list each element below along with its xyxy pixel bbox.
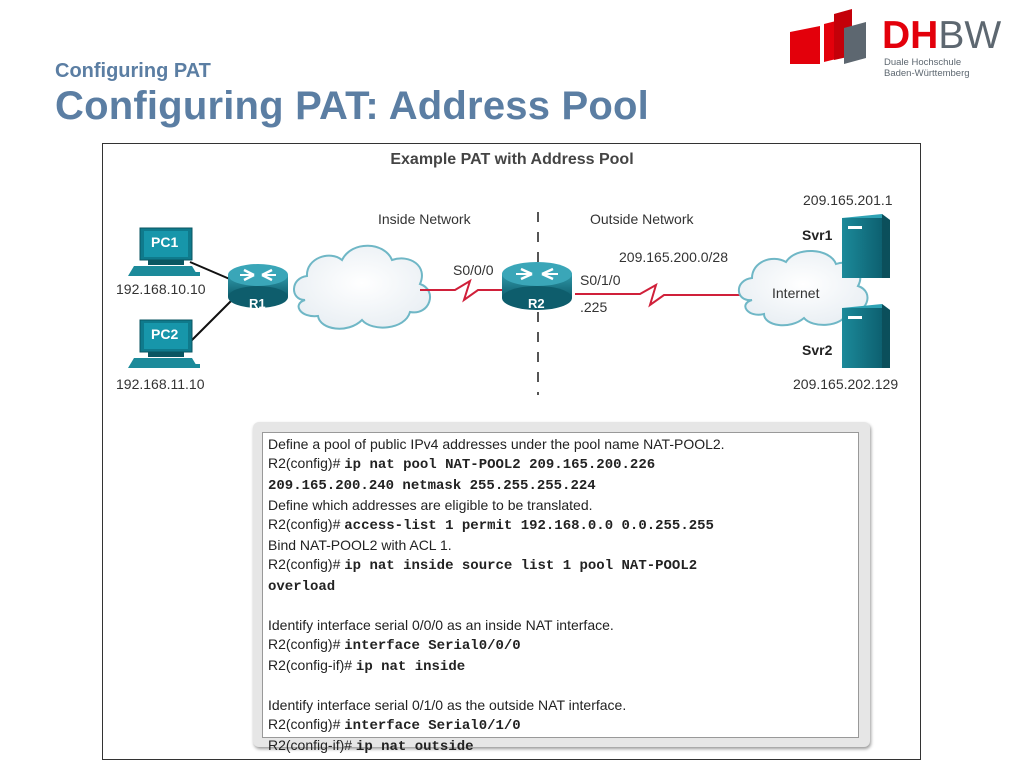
description-text: Identify interface serial 0/1/0 as the o… [268, 697, 627, 713]
command-line: R2(config)# ip nat inside source list 1 … [268, 555, 858, 576]
command-description: Define which addresses are eligible to b… [268, 496, 858, 515]
router-r2 [502, 262, 572, 310]
svr1-label: Svr1 [802, 227, 833, 243]
description-text: Bind NAT-POOL2 with ACL 1. [268, 537, 452, 553]
cli-command: ip nat inside [355, 659, 466, 675]
logo-wordmark: DHBW [882, 14, 1002, 57]
cli-command: access-list 1 permit 192.168.0.0 0.0.255… [344, 518, 714, 534]
inside-cloud [293, 244, 431, 330]
cli-command: ip nat outside [355, 739, 474, 755]
command-line: R2(config)# interface Serial0/0/0 [268, 635, 858, 656]
pc1-ip: 192.168.10.10 [116, 281, 206, 297]
cli-command: 209.165.200.240 netmask 255.255.255.224 [268, 478, 596, 494]
router-r1 [228, 264, 288, 308]
diagram-title: Example PAT with Address Pool [390, 151, 634, 168]
serial-link-s000 [420, 278, 502, 303]
command-gap [268, 597, 858, 616]
cli-prompt: R2(config-if)# [268, 737, 356, 753]
command-line: overload [268, 576, 858, 597]
command-box: Define a pool of public IPv4 addresses u… [262, 432, 859, 755]
slide-title: Configuring PAT: Address Pool [55, 84, 649, 128]
s010-label: S0/1/0 [580, 272, 621, 288]
cli-command: overload [268, 579, 336, 595]
cli-prompt: R2(config)# [268, 556, 345, 572]
r2-host-label: .225 [580, 299, 608, 315]
r2-label: R2 [528, 296, 545, 311]
pc2-label: PC2 [151, 326, 179, 342]
command-line: 209.165.200.240 netmask 255.255.255.224 [268, 475, 858, 496]
internet-cloud [737, 249, 869, 327]
dhbw-logo-mark [790, 9, 866, 64]
inside-network-label: Inside Network [378, 211, 471, 227]
cli-command: ip nat inside source list 1 pool NAT-POO… [344, 558, 698, 574]
pc1-label: PC1 [151, 234, 179, 250]
command-description: Define a pool of public IPv4 addresses u… [268, 435, 858, 454]
r1-label: R1 [249, 296, 266, 311]
svr2-label: Svr2 [802, 342, 833, 358]
link-pc2-r1 [189, 299, 233, 343]
pc2-icon [128, 319, 200, 368]
command-line: R2(config)# interface Serial0/1/0 [268, 715, 858, 736]
command-line: R2(config)# access-list 1 permit 192.168… [268, 515, 858, 536]
command-gap [268, 677, 858, 696]
diagram-frame [102, 143, 921, 760]
cli-prompt: R2(config)# [268, 455, 345, 471]
command-line: R2(config)# ip nat pool NAT-POOL2 209.16… [268, 454, 858, 475]
logo-subtitle: Duale Hochschule Baden-Württemberg [884, 57, 970, 79]
cli-command: interface Serial0/1/0 [344, 718, 521, 734]
description-text: Define a pool of public IPv4 addresses u… [268, 436, 725, 452]
command-line: R2(config-if)# ip nat inside [268, 656, 858, 677]
description-text: Define which addresses are eligible to b… [268, 497, 593, 513]
pc1-icon [128, 227, 200, 276]
slide-subtitle: Configuring PAT [55, 60, 211, 82]
serial-link-s010 [575, 282, 740, 308]
pc2-ip: 192.168.11.10 [116, 376, 205, 392]
cli-command: interface Serial0/0/0 [344, 638, 521, 654]
cli-prompt: R2(config)# [268, 636, 345, 652]
s000-label: S0/0/0 [453, 262, 494, 278]
description-text: Identify interface serial 0/0/0 as an in… [268, 617, 614, 633]
link-pc1-r1 [189, 261, 233, 281]
internet-label: Internet [772, 285, 820, 301]
cli-command: ip nat pool NAT-POOL2 209.165.200.226 [344, 457, 656, 473]
cli-prompt: R2(config)# [268, 716, 345, 732]
subnet-label: 209.165.200.0/28 [619, 249, 728, 265]
command-description: Identify interface serial 0/0/0 as an in… [268, 616, 858, 635]
cli-prompt: R2(config)# [268, 516, 345, 532]
cli-prompt: R2(config-if)# [268, 657, 356, 673]
command-line: R2(config-if)# ip nat outside [268, 736, 858, 757]
outside-network-label: Outside Network [590, 211, 694, 227]
svr1-icon [842, 214, 890, 278]
svr2-ip: 209.165.202.129 [793, 376, 899, 392]
svr1-ip: 209.165.201.1 [803, 192, 893, 208]
command-description: Identify interface serial 0/1/0 as the o… [268, 696, 858, 715]
svr2-icon [842, 304, 890, 368]
command-description: Bind NAT-POOL2 with ACL 1. [268, 536, 858, 555]
